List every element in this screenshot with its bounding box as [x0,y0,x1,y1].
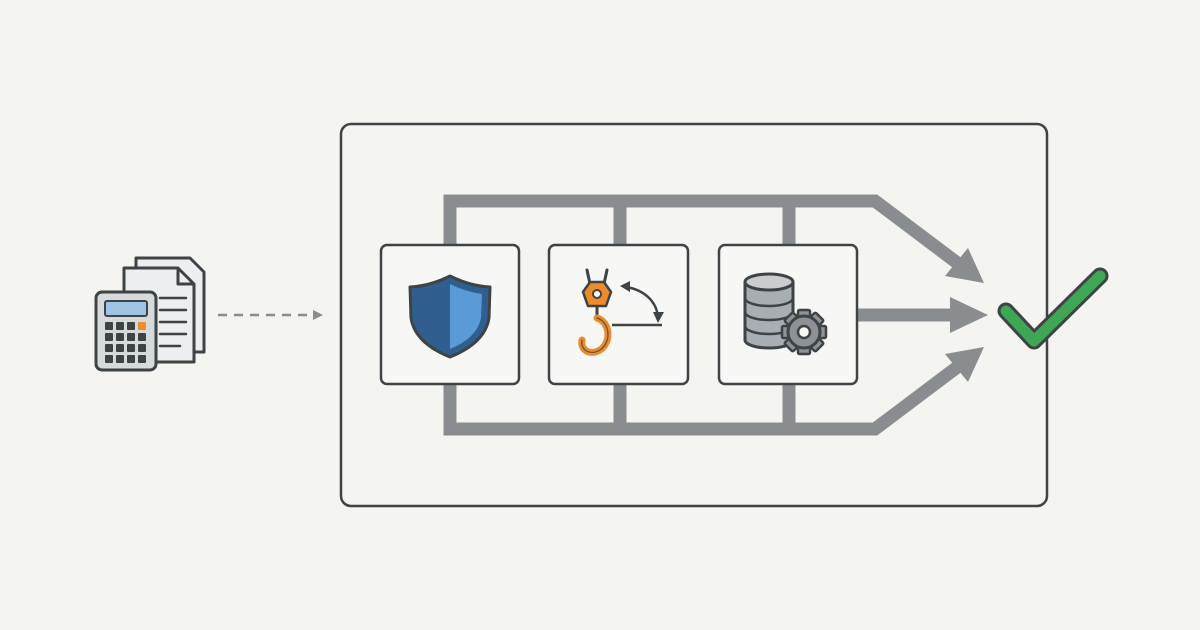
crane-hook-icon [578,268,664,356]
top-bus [443,194,972,277]
calculator-key [116,344,124,352]
arrowhead-bottom [945,347,984,382]
gear-icon [780,308,828,356]
calculator-key [127,333,135,341]
connector-bus [443,194,972,436]
input-group [94,256,206,372]
calculator-key [127,344,135,352]
calculator-key [127,322,135,330]
pipeline-container [339,122,1049,508]
arrowhead-top [945,248,984,283]
arrowhead-middle [950,297,988,333]
calculator-key [116,355,124,363]
calculator-key [138,344,146,352]
calculator-key [138,322,146,330]
calculator-key [127,355,135,363]
calculator-key [138,355,146,363]
calculator-key [105,322,113,330]
calculator-key [105,355,113,363]
shield-icon [408,274,492,359]
stage-lifting [547,243,690,386]
calculator-key [105,333,113,341]
database-gear-icon [743,272,828,356]
bottom-bus [443,353,972,436]
calculator-icon [94,290,158,372]
calculator-key [116,333,124,341]
stage-data [717,243,859,386]
calculator-key [105,344,113,352]
arrowheads [945,248,988,382]
calculator-key [116,322,124,330]
calculator-key [138,333,146,341]
checkmark-icon [997,267,1109,350]
stage-security [379,243,521,386]
